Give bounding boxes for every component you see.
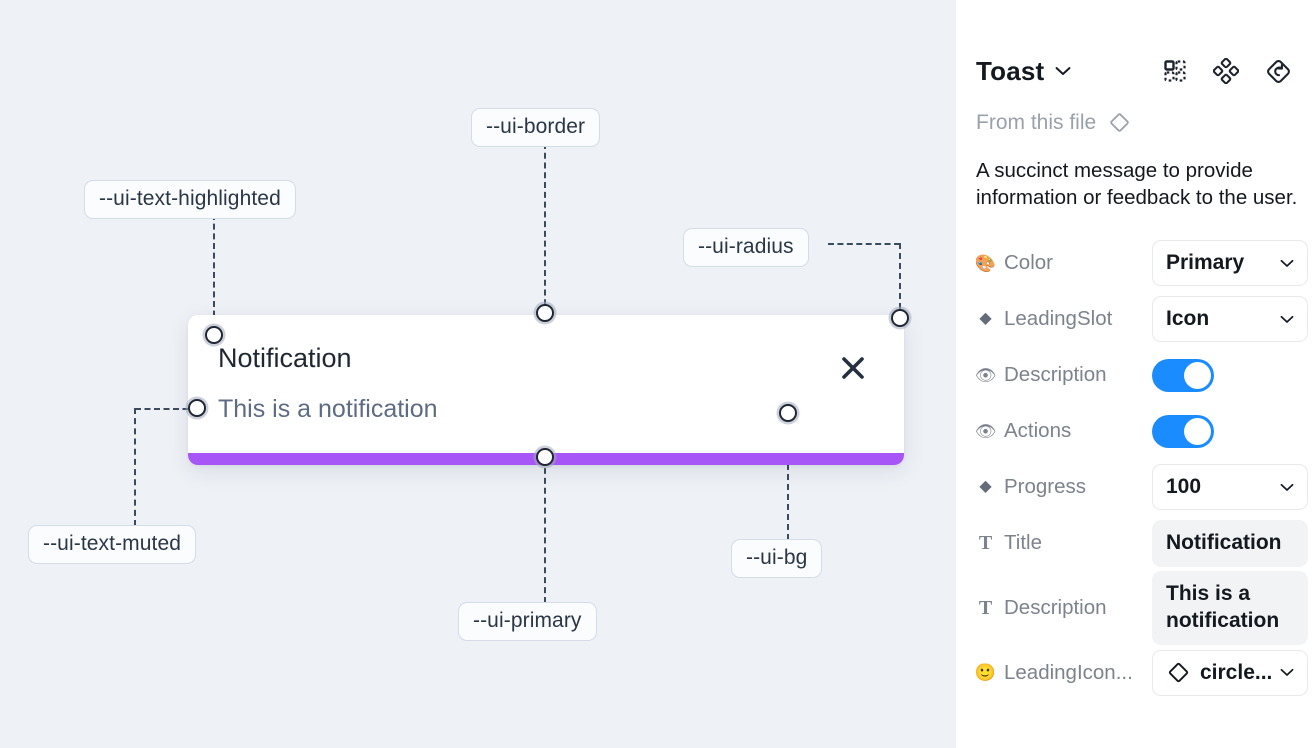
- token-label-ui-text-muted[interactable]: --ui-text-muted: [28, 525, 197, 564]
- diamond-outline-icon: [1107, 110, 1132, 135]
- token-label-ui-radius[interactable]: --ui-radius: [683, 228, 809, 267]
- property-label-leadingicon: 🙂 LeadingIcon...: [976, 661, 1152, 685]
- variants-diamonds-icon[interactable]: [1213, 58, 1239, 84]
- connector-ui-border: [544, 143, 546, 315]
- property-label-text: LeadingSlot: [1004, 307, 1113, 331]
- property-label-text: Description: [1004, 595, 1107, 619]
- description-toggle[interactable]: [1152, 358, 1214, 392]
- eye-emoji-icon: 👁: [976, 365, 997, 385]
- progress-select-value: 100: [1166, 475, 1202, 499]
- toast-title: Notification: [218, 343, 352, 373]
- color-select[interactable]: Primary: [1152, 240, 1308, 287]
- property-row-description-toggle: 👁 Description: [976, 347, 1292, 403]
- color-select-value: Primary: [1166, 251, 1245, 275]
- component-grid-icon[interactable]: [1163, 59, 1187, 83]
- property-list: 🎨 Color Primary ◆ LeadingSlot: [976, 235, 1308, 701]
- property-label-text: Actions: [1004, 419, 1072, 443]
- actions-toggle[interactable]: [1152, 414, 1214, 448]
- anchor-ui-bg[interactable]: [779, 404, 797, 422]
- property-label-text: Color: [1004, 251, 1053, 275]
- chevron-down-icon: [1280, 483, 1294, 492]
- property-label-description-text: T Description: [976, 596, 1152, 620]
- connector-ui-text-muted-horizontal: [135, 408, 198, 410]
- token-label-ui-text-highlighted[interactable]: --ui-text-highlighted: [84, 180, 296, 219]
- anchor-ui-text-highlighted[interactable]: [205, 326, 223, 344]
- leadingslot-select-value: Icon: [1166, 307, 1210, 331]
- panel-header-icons: [1163, 58, 1292, 85]
- panel-header: Toast: [976, 42, 1292, 100]
- property-label-progress: ◆ Progress: [976, 475, 1152, 499]
- toggle-knob: [1184, 417, 1211, 445]
- leadingslot-select[interactable]: Icon: [1152, 296, 1308, 343]
- diamond-icon: ◆: [979, 310, 992, 328]
- diamond-icon: ◆: [979, 478, 992, 496]
- property-label-title: T Title: [976, 531, 1152, 555]
- diamond-outline-icon: [1166, 660, 1191, 685]
- property-row-leadingicon: 🙂 LeadingIcon... circle...: [976, 645, 1308, 701]
- property-row-description-text: T Description This is a notification: [976, 571, 1308, 645]
- reset-instance-icon[interactable]: [1265, 58, 1292, 85]
- chevron-down-icon: [1280, 668, 1294, 677]
- design-canvas[interactable]: Notification This is a notification --ui…: [0, 0, 956, 748]
- properties-panel: Toast: [956, 0, 1312, 748]
- description-input[interactable]: This is a notification: [1152, 571, 1308, 645]
- property-row-actions-toggle: 👁 Actions: [976, 403, 1292, 459]
- connector-ui-text-muted-vertical: [134, 408, 136, 526]
- toast-component-preview[interactable]: Notification This is a notification: [188, 315, 904, 465]
- leadingicon-select[interactable]: circle...: [1152, 649, 1308, 696]
- anchor-ui-primary[interactable]: [536, 448, 554, 466]
- token-label-ui-primary[interactable]: --ui-primary: [458, 602, 597, 641]
- toggle-knob: [1184, 361, 1211, 389]
- palette-emoji-icon: 🎨: [976, 253, 997, 273]
- text-type-icon: T: [978, 596, 993, 619]
- connector-ui-text-highlighted: [213, 214, 215, 336]
- page-title: Toast: [976, 55, 1045, 86]
- eye-emoji-icon: 👁: [976, 421, 997, 441]
- property-label-text: Progress: [1004, 475, 1087, 499]
- chevron-down-icon: [1280, 315, 1294, 324]
- token-label-ui-border[interactable]: --ui-border: [471, 108, 601, 147]
- property-label-color: 🎨 Color: [976, 251, 1152, 275]
- property-label-text: Title: [1004, 531, 1042, 555]
- component-description: A succinct message to provide informatio…: [976, 159, 1298, 210]
- property-label-text: Description: [1004, 363, 1107, 387]
- property-row-leadingslot: ◆ LeadingSlot Icon: [976, 291, 1308, 347]
- progress-select[interactable]: 100: [1152, 464, 1308, 511]
- property-row-progress: ◆ Progress 100: [976, 459, 1308, 515]
- close-icon[interactable]: [840, 355, 866, 381]
- property-row-color: 🎨 Color Primary: [976, 235, 1308, 291]
- anchor-ui-radius[interactable]: [891, 309, 909, 327]
- token-label-ui-bg[interactable]: --ui-bg: [731, 539, 823, 578]
- anchor-ui-text-muted[interactable]: [188, 399, 206, 417]
- leadingicon-select-value: circle...: [1200, 660, 1273, 684]
- toast-description: This is a notification: [218, 395, 438, 423]
- connector-ui-radius-horizontal: [828, 243, 900, 245]
- connector-ui-radius-vertical: [899, 243, 901, 319]
- connector-ui-primary: [544, 458, 546, 603]
- property-label-actions: 👁 Actions: [976, 419, 1152, 443]
- chevron-down-icon[interactable]: [1055, 66, 1071, 76]
- connector-ui-bg: [787, 414, 789, 540]
- property-label-description: 👁 Description: [976, 363, 1152, 387]
- anchor-ui-border[interactable]: [536, 304, 554, 322]
- from-this-file-label: From this file: [976, 110, 1097, 134]
- chevron-down-icon: [1280, 259, 1294, 268]
- text-type-icon: T: [978, 532, 993, 555]
- smiley-emoji-icon: 🙂: [976, 663, 997, 683]
- property-label-text: LeadingIcon...: [1004, 660, 1133, 684]
- from-this-file-row[interactable]: From this file: [976, 110, 1292, 135]
- property-label-leadingslot: ◆ LeadingSlot: [976, 307, 1152, 331]
- title-input[interactable]: Notification: [1152, 519, 1308, 567]
- property-row-title: T Title Notification: [976, 515, 1308, 571]
